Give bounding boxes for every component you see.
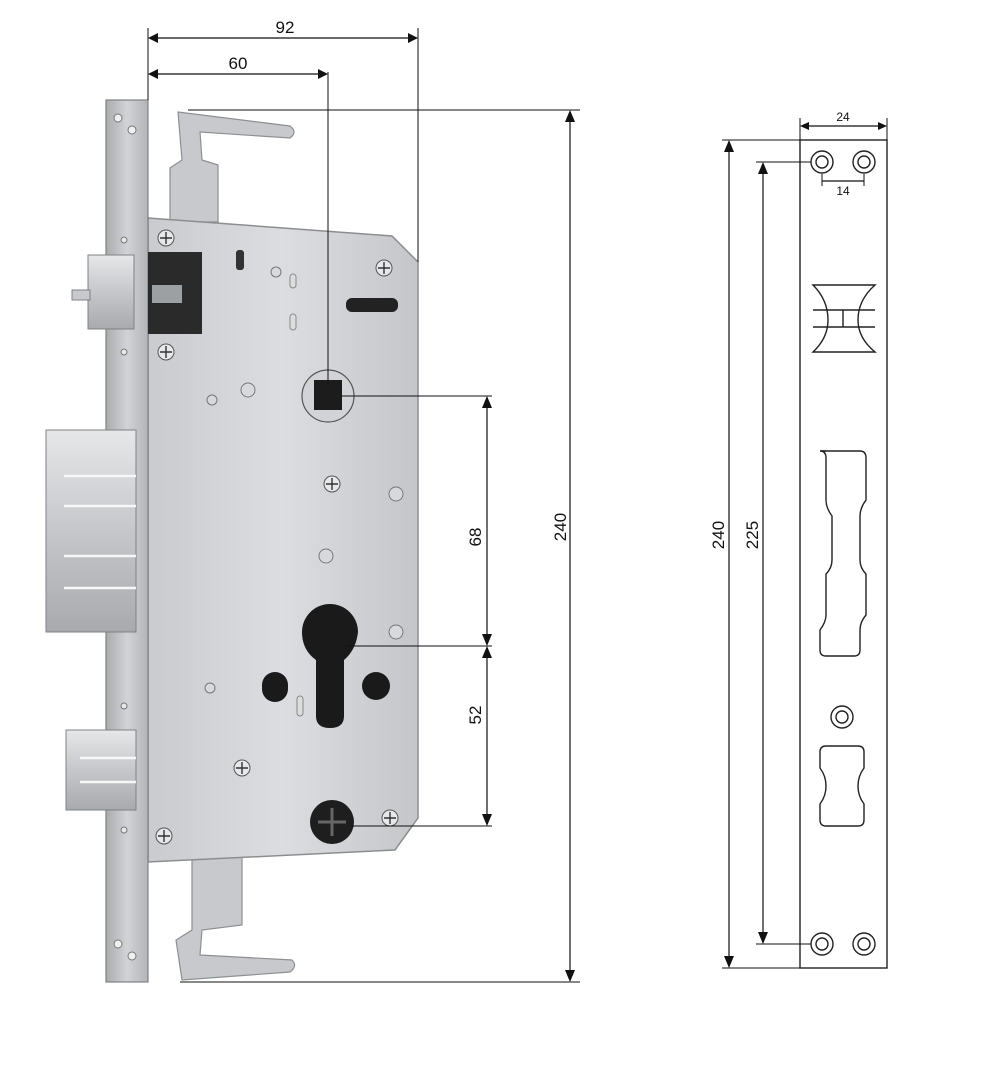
small-slot: [289, 273, 297, 289]
spindle-square-hole: [314, 380, 342, 410]
faceplate-screw-hole: [127, 125, 137, 135]
latch-shaft: [152, 285, 182, 303]
faceplate-screw-hole: [120, 236, 128, 244]
cylinder-hole: [302, 604, 358, 728]
left-small-hole: [262, 672, 288, 702]
dimension-225: 225: [743, 521, 762, 549]
lock-body-illustration: [45, 99, 419, 983]
faceplate-dimensions: 24 14 240 225: [709, 110, 888, 969]
dimension-240: 240: [551, 513, 570, 541]
faceplate-screw-hole: [113, 939, 123, 949]
faceplate-middle-hole: [830, 705, 854, 729]
bottom-rod-hook: [175, 847, 296, 981]
dimension-68: 68: [466, 528, 485, 547]
left-dimensions: 92 60 240 68 52: [147, 18, 580, 983]
faceplate-screw-hole: [120, 826, 128, 834]
dimension-92: 92: [276, 18, 295, 37]
faceplate-drawing: [799, 139, 888, 969]
faceplate-screw-hole: [120, 348, 128, 356]
faceplate-hole-bottom-right: [852, 932, 876, 956]
faceplate-screw-hole: [113, 113, 123, 123]
faceplate-hole-top-left: [810, 150, 834, 174]
faceplate-screw-hole: [127, 951, 137, 961]
dimension-60: 60: [229, 54, 248, 73]
dead-bolt-upper: [45, 429, 137, 633]
faceplate-outline: [799, 139, 888, 969]
small-slot: [289, 313, 297, 331]
small-slot: [236, 250, 244, 270]
latch-bolt: [87, 254, 135, 330]
dimension-14: 14: [836, 184, 850, 198]
faceplate-deadbolt-cutout: [819, 450, 867, 657]
faceplate-screw-hole: [120, 702, 128, 710]
dimension-24: 24: [836, 110, 850, 124]
dimension-52: 52: [466, 706, 485, 725]
dimension-faceplate-240: 240: [709, 521, 728, 549]
case-rivets: [204, 266, 404, 694]
dead-bolt-lower: [65, 729, 137, 811]
case-screws: [155, 229, 399, 845]
top-rod-hook: [169, 111, 295, 223]
right-small-hole: [362, 672, 390, 700]
faceplate-latch-cutout: [811, 284, 877, 353]
faceplate-hole-bottom-left: [810, 932, 834, 956]
faceplate-hole-top-right: [852, 150, 876, 174]
latch-pin: [71, 289, 91, 301]
faceplate-lower-cutout: [819, 745, 865, 827]
upper-slot: [346, 298, 398, 312]
small-slot: [296, 695, 304, 717]
